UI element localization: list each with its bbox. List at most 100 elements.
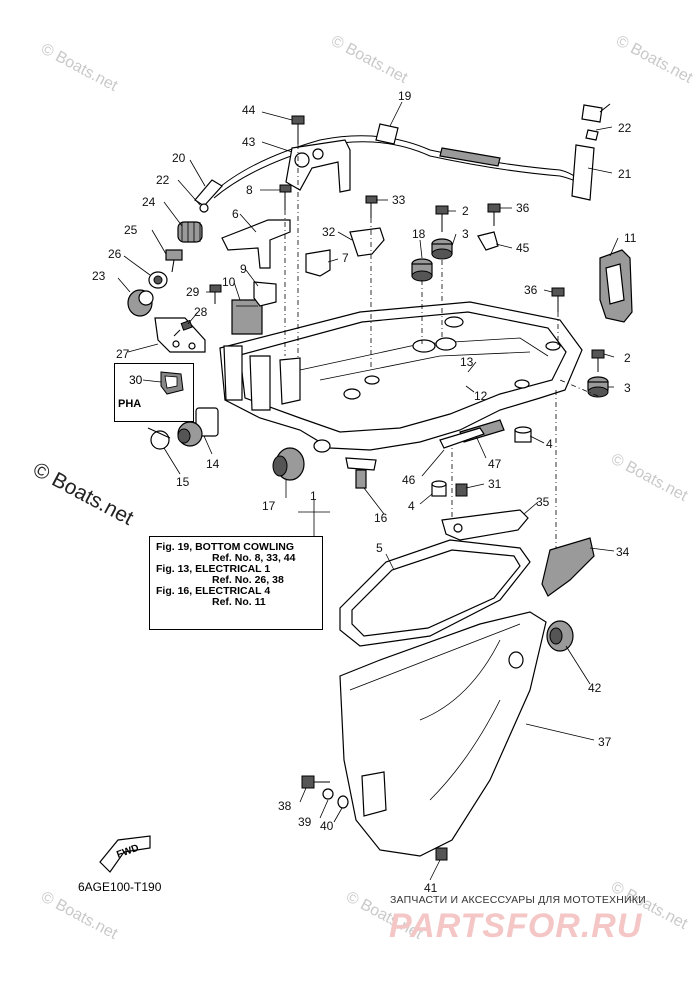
washer-39: [322, 788, 334, 800]
screw-36-top: [487, 203, 501, 226]
bolt-2-top: [435, 205, 449, 232]
clamp-15: [147, 427, 171, 450]
part-number-34: 34: [616, 545, 630, 559]
part-number-37: 37: [598, 735, 612, 749]
fwd-arrow-icon: FWD: [99, 835, 151, 873]
washer-40: [337, 795, 349, 809]
screw-29: [209, 284, 222, 304]
watermark-text: © Boats.net: [38, 889, 120, 944]
part-number-42: 42: [588, 681, 602, 695]
part-number-14: 14: [206, 457, 220, 471]
part-number-39: 39: [298, 815, 312, 829]
clip-22-left: [199, 203, 209, 213]
gear-24: [177, 221, 203, 243]
footer-tagline: ЗАПЧАСТИ И АКСЕССУАРЫ ДЛЯ МОТОТЕХНИКИ: [390, 894, 646, 906]
part-number-29: 29: [186, 285, 200, 299]
part-number-35: 35: [536, 495, 550, 509]
cap-26: [148, 271, 168, 289]
part-number-40: 40: [320, 819, 334, 833]
part-number-17: 17: [262, 499, 276, 513]
part-number-22-left: 22: [156, 173, 170, 187]
pha-label: PHA: [118, 398, 142, 410]
holder-7: [305, 249, 331, 277]
part-number-33: 33: [392, 193, 406, 207]
reference-line: Ref. No. 8, 33, 44: [212, 552, 296, 564]
part-number-23: 23: [92, 269, 106, 283]
pha-inset: 30 PHA: [114, 363, 194, 422]
part-number-12: 12: [474, 389, 488, 403]
part-number-46: 46: [402, 473, 416, 487]
part-number-36-top: 36: [516, 201, 530, 215]
part-number-2-right: 2: [624, 351, 631, 365]
drain-16: [345, 457, 377, 489]
watermark-text: © Boats.net: [613, 33, 695, 88]
watermark-text: © Boats.net: [328, 33, 410, 88]
bracket-11: [599, 249, 633, 323]
part-number-3-top: 3: [462, 227, 469, 241]
part-number-41: 41: [424, 881, 438, 895]
part-number-22-right: 22: [618, 121, 632, 135]
part-number-4-right: 4: [546, 437, 553, 451]
part-number-10: 10: [222, 275, 236, 289]
cover-37: [339, 611, 547, 857]
part-number-labels: 44 43 19 20 22 21 22 8 33 24 6 2 36 25 3…: [92, 89, 637, 895]
part-number-43: 43: [242, 135, 256, 149]
alignment-lines: [284, 144, 599, 550]
part-number-47: 47: [488, 457, 502, 471]
reference-line: Ref. No. 26, 38: [212, 574, 284, 586]
part-number-2-top: 2: [462, 204, 469, 218]
screw-8: [279, 184, 292, 210]
part-number-45: 45: [516, 241, 530, 255]
bracket-43: [285, 139, 351, 193]
grommet-42: [546, 620, 574, 652]
grommet-17: [272, 447, 305, 481]
part-number-13: 13: [460, 355, 474, 369]
part-number-20: 20: [172, 151, 186, 165]
part-number-8: 8: [246, 183, 253, 197]
clamp-32: [349, 227, 385, 257]
part-number-26: 26: [108, 247, 122, 261]
part-number-24: 24: [142, 195, 156, 209]
part-number-30: 30: [129, 373, 143, 387]
part-number-28: 28: [194, 305, 208, 319]
watermark-text: © Boats.net: [38, 41, 120, 96]
grommet-3-right: [587, 376, 609, 398]
bolt-25: [165, 249, 183, 273]
screw-33: [365, 195, 378, 218]
bottom-cowling-frame: [219, 301, 583, 453]
part-number-44: 44: [242, 103, 256, 117]
reference-line: Fig. 16, ELECTRICAL 4: [156, 585, 271, 597]
bracket-34: [541, 537, 595, 597]
connector-30-drawing: 30: [129, 371, 184, 395]
screw-44: [291, 115, 305, 144]
grommet-18: [411, 258, 433, 282]
part-number-4-lower: 4: [408, 499, 415, 513]
part-number-38: 38: [278, 799, 292, 813]
seal-35: [441, 509, 529, 541]
plate-46-47: [439, 427, 485, 449]
clip-9: [253, 281, 277, 307]
part-number-16: 16: [374, 511, 388, 525]
reference-line: Ref. No. 11: [212, 596, 266, 608]
screw-36-right: [551, 287, 565, 312]
part-number-9: 9: [240, 262, 247, 276]
part-number-18: 18: [412, 227, 426, 241]
collar-4-right: [514, 426, 532, 443]
footer-brand-logo: PARTSFOR.RU: [389, 907, 643, 945]
reference-line: Fig. 19, BOTTOM COWLING: [156, 541, 295, 553]
bolt-2-right: [591, 349, 605, 372]
part-number-25: 25: [124, 223, 138, 237]
nut-41: [435, 847, 448, 861]
grommet-14: [177, 407, 219, 447]
collar-4-lower: [431, 480, 447, 497]
part-number-5: 5: [376, 541, 383, 555]
part-number-31: 31: [488, 477, 502, 491]
part-number-21: 21: [618, 167, 632, 181]
part-number-32: 32: [322, 225, 336, 239]
part-number-36-right: 36: [524, 283, 538, 297]
part-number-7: 7: [342, 251, 349, 265]
watermark-text: © Boats.net: [608, 451, 690, 506]
bracket-27: [154, 317, 206, 353]
part-number-19: 19: [398, 89, 412, 103]
